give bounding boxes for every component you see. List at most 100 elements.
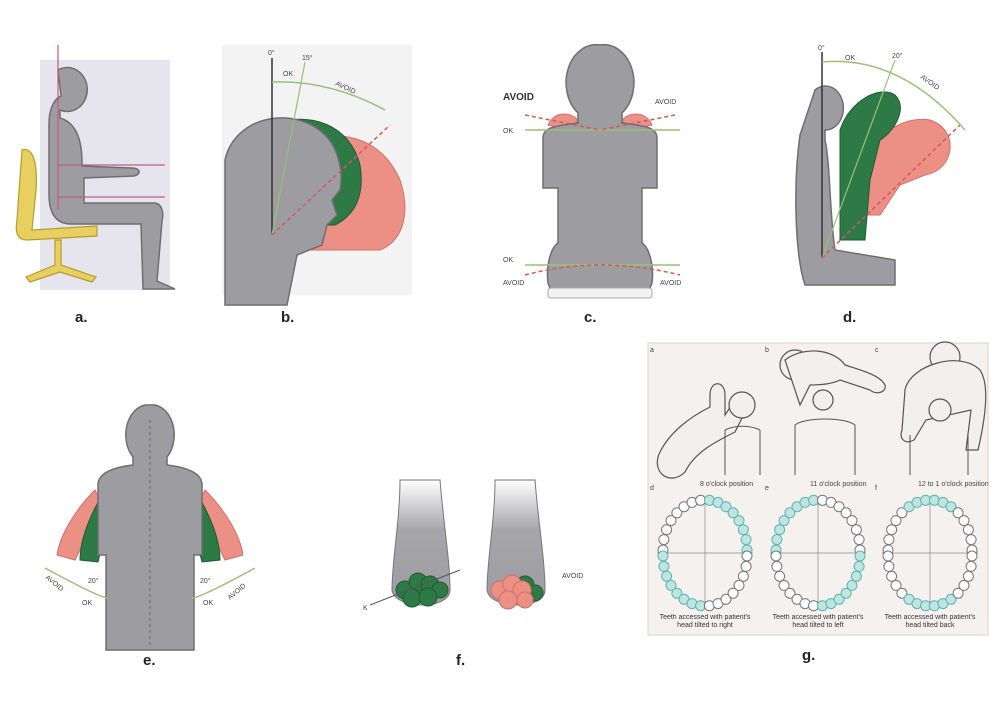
panel-b-head-flexion: 0° 15° OK AVOID b.	[222, 45, 412, 326]
tooth	[965, 560, 977, 572]
tooth	[945, 501, 957, 513]
sub-label-a: a	[650, 347, 654, 354]
tooth	[853, 534, 865, 546]
seated-person	[48, 66, 176, 290]
panel-e-arm-abduction: 20° 20° OK OK AVOID AVOID e.	[44, 404, 256, 669]
tooth	[945, 593, 957, 605]
angle-0-label: 0°	[818, 44, 825, 52]
tooth	[774, 570, 786, 582]
tooth	[740, 560, 752, 572]
tooth	[657, 550, 669, 562]
ok-label: K	[363, 605, 368, 612]
tooth	[958, 579, 970, 591]
tooth	[854, 550, 866, 562]
panel-label-g: g.	[802, 647, 815, 664]
tooth	[896, 587, 908, 599]
tooth	[784, 507, 796, 519]
avoid-label-right: AVOID	[227, 583, 248, 602]
sub-label-c: c	[875, 347, 879, 354]
clinician-8-oclock-sketch	[656, 383, 761, 479]
tooth	[958, 515, 970, 527]
tooth	[778, 515, 790, 527]
dental-arch	[657, 494, 753, 612]
clinician-12-oclock-sketch	[900, 341, 987, 475]
panel-a-seated-posture: a.	[15, 45, 176, 326]
clinician-11-oclock-sketch	[779, 349, 886, 475]
tooth	[733, 579, 745, 591]
sub-label-b: b	[765, 347, 769, 354]
panel-label-a: a.	[75, 309, 88, 326]
tooth	[962, 524, 974, 536]
tooth	[720, 593, 732, 605]
position-caption-8: 8 o'clock position	[700, 481, 753, 488]
tooth	[665, 579, 677, 591]
panel-label-c: c.	[584, 309, 597, 326]
panel-g-dental-positions: a b c d e f 8 o'clock position 11 o'cloc…	[647, 341, 989, 664]
tooth	[784, 587, 796, 599]
hand-ok	[395, 572, 449, 608]
sub-label-d: d	[650, 485, 654, 492]
trunk-ok-position	[839, 91, 901, 241]
avoid-label-left: AVOID	[503, 92, 534, 103]
tooth	[890, 579, 902, 591]
panel-c-shoulder-level: AVOID AVOID OK OK AVOID AVOID c.	[503, 43, 681, 326]
panel-d-trunk-flexion: 0° 20° OK AVOID d.	[795, 44, 966, 326]
tooth	[952, 587, 964, 599]
tooth	[883, 560, 895, 572]
ok-label-left: OK	[82, 600, 92, 607]
position-caption-12: 12 to 1 o'clock position	[918, 481, 989, 488]
tooth	[846, 515, 858, 527]
angle-label-right: 20°	[200, 577, 211, 585]
tooth	[833, 593, 845, 605]
avoid-label-bottom-left: AVOID	[503, 280, 524, 287]
office-chair	[15, 149, 98, 283]
panel-f-wrist-position: K AVOID f.	[363, 479, 583, 669]
ok-label-top: OK	[503, 128, 513, 135]
tooth	[770, 550, 782, 562]
position-caption-11: 11 o'clock position	[810, 481, 867, 488]
tooth	[840, 507, 852, 519]
tooth	[850, 570, 862, 582]
ok-label-right: OK	[203, 600, 213, 607]
tooth	[771, 534, 783, 546]
tooth	[733, 515, 745, 527]
tooth	[727, 587, 739, 599]
tooth	[846, 579, 858, 591]
tooth	[737, 524, 749, 536]
tooth	[740, 534, 752, 546]
tooth	[833, 501, 845, 513]
avoid-label: AVOID	[562, 573, 583, 580]
tooth	[890, 515, 902, 527]
tooth	[774, 524, 786, 536]
tooth	[965, 534, 977, 546]
tooth	[850, 524, 862, 536]
seated-torso-back	[542, 43, 658, 294]
avoid-label-bottom-right: AVOID	[660, 280, 681, 287]
tooth	[896, 507, 908, 519]
tooth	[658, 560, 670, 572]
dental-arch	[770, 494, 866, 612]
teeth-caption-back: Teeth accessed with patient's head tilte…	[884, 614, 976, 629]
tooth	[962, 570, 974, 582]
tooth	[661, 570, 673, 582]
ok-label: OK	[845, 55, 855, 62]
sub-label-e: e	[765, 485, 769, 492]
ok-label: OK	[283, 71, 293, 78]
tooth	[886, 524, 898, 536]
tooth	[778, 579, 790, 591]
tooth	[952, 507, 964, 519]
tooth	[882, 550, 894, 562]
panel-label-e: e.	[143, 652, 156, 669]
tooth	[658, 534, 670, 546]
angle-0-label: 0°	[268, 49, 275, 57]
angle-15-label: 15°	[302, 54, 313, 62]
panel-label-b: b.	[281, 309, 294, 326]
teeth-caption-left: Teeth accessed with patient's head tilte…	[772, 614, 864, 629]
trunk-neutral	[795, 85, 896, 286]
tooth	[737, 570, 749, 582]
panel-label-f: f.	[456, 652, 465, 669]
tooth	[853, 560, 865, 572]
tooth	[661, 524, 673, 536]
tooth	[840, 587, 852, 599]
